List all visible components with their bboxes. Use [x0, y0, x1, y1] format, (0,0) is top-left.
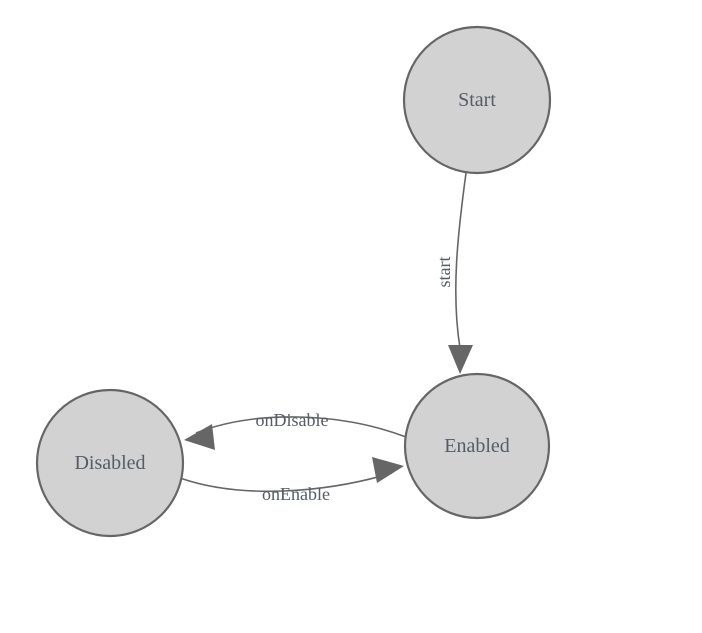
edge-enabled-to-disabled[interactable]: onDisable	[184, 410, 407, 450]
edge-disabled-to-enabled-path	[179, 472, 393, 493]
edge-label-start: start	[434, 257, 454, 288]
state-node-start-label: Start	[458, 89, 496, 111]
edge-start-to-enabled[interactable]: start	[434, 172, 473, 374]
state-node-disabled[interactable]: Disabled	[35, 388, 185, 538]
arrowhead-icon-enabled-to-disabled	[184, 424, 215, 450]
edge-label-ondisable: onDisable	[256, 410, 329, 430]
edge-label-onenable: onEnable	[262, 484, 330, 504]
state-node-start-circle	[402, 25, 552, 175]
arrowhead-icon-start-to-enabled	[448, 345, 473, 374]
edge-disabled-to-enabled[interactable]: onEnable	[179, 457, 404, 504]
edge-start-to-enabled-path	[454, 172, 467, 349]
state-node-disabled-label: Disabled	[74, 452, 145, 474]
state-node-enabled-label: Enabled	[444, 435, 510, 457]
state-node-start[interactable]: Start	[402, 25, 552, 175]
edge-enabled-to-disabled-path	[195, 416, 407, 438]
state-node-disabled-circle	[35, 388, 185, 538]
state-node-enabled-circle	[403, 372, 551, 520]
state-node-enabled[interactable]: Enabled	[403, 372, 551, 520]
arrowhead-icon-disabled-to-enabled	[372, 457, 404, 483]
